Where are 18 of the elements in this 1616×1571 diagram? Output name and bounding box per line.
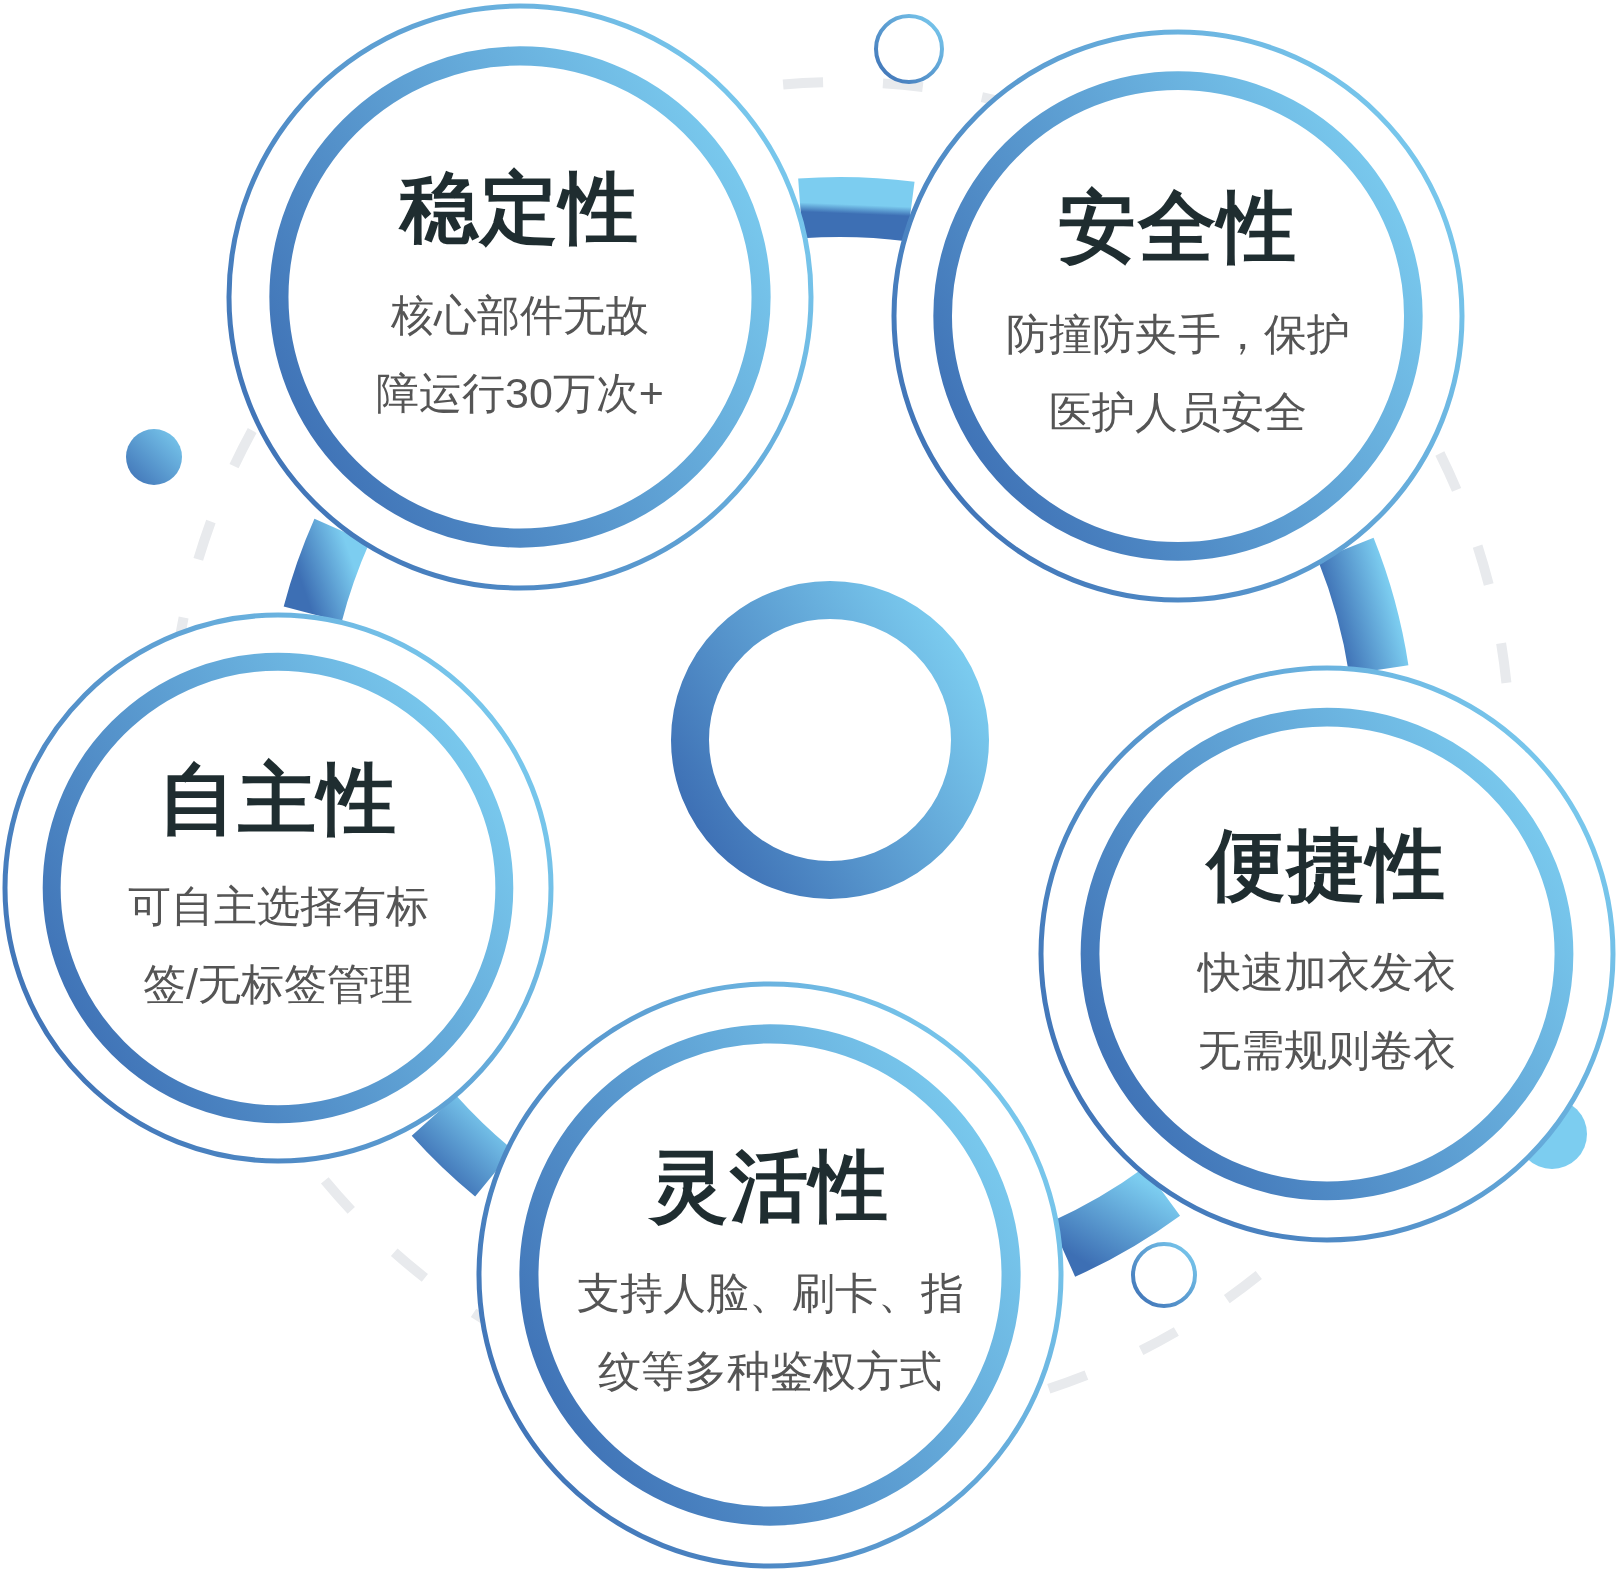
description: 快速加衣发衣无需规则卷衣 <box>1196 947 1457 1076</box>
feature-circle <box>2 612 554 1164</box>
description: 防撞防夹手，保护医护人员安全 <box>1005 309 1351 438</box>
heading: 便捷性 <box>1207 818 1447 912</box>
feature-circle <box>226 3 814 591</box>
heading: 稳定性 <box>400 161 640 255</box>
heading: 灵活性 <box>650 1139 890 1233</box>
ring-connector <box>283 519 370 623</box>
feature-circle <box>476 981 1064 1569</box>
feature-circle <box>891 29 1465 603</box>
heading: 安全性 <box>1058 180 1298 274</box>
ring <box>670 580 990 900</box>
ring-connector <box>798 177 914 242</box>
description: 核心部件无故障运行30万次+ <box>375 290 665 419</box>
feature-circle <box>1038 665 1616 1243</box>
description: 可自主选择有标签/无标签管理 <box>126 881 430 1010</box>
description: 支持人脸、刷卡、指纹等多种鉴权方式 <box>575 1268 965 1397</box>
heading: 自主性 <box>158 752 398 846</box>
